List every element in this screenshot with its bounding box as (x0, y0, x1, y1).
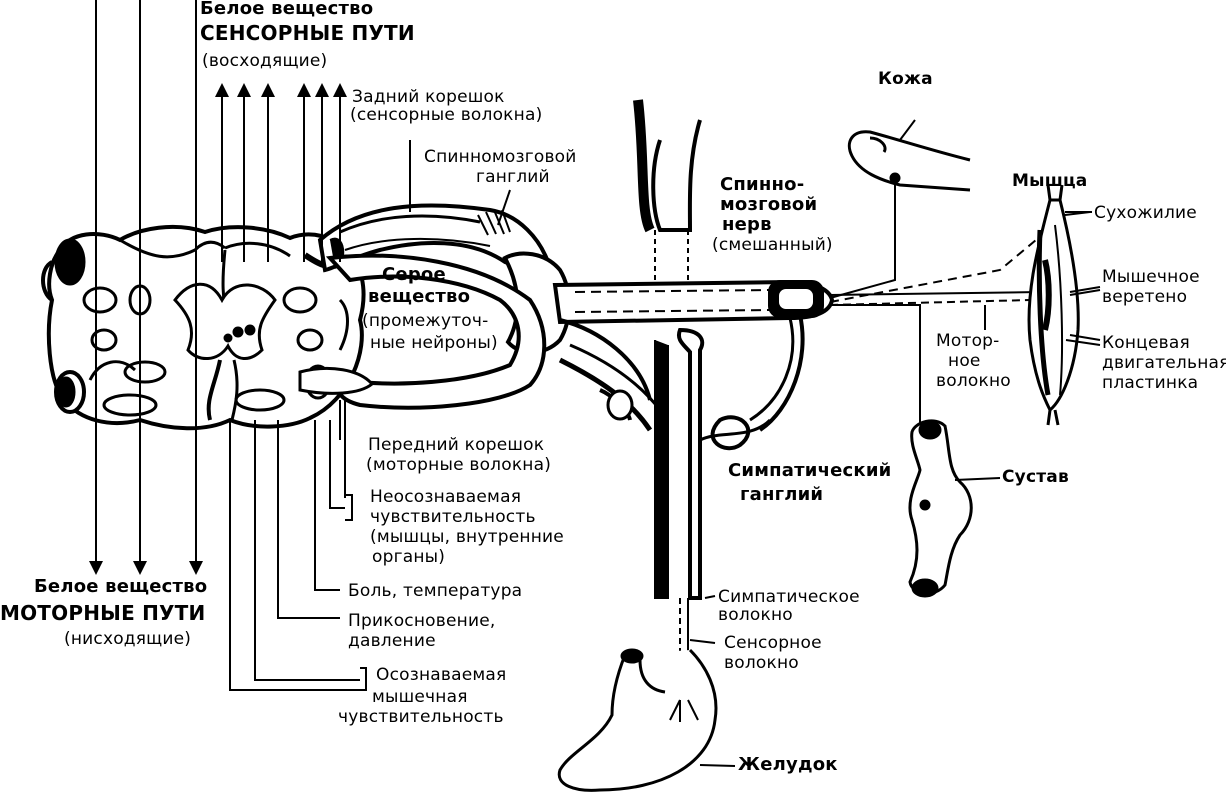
descending-arrows (89, 0, 203, 575)
motor-fiber-label-2: ное (948, 351, 981, 371)
descending-label: (нисходящие) (64, 629, 192, 649)
skin-label: Кожа (878, 69, 933, 89)
unconscious-label-1: Неосознаваемая (370, 487, 522, 507)
muscle-label: Мышца (1012, 171, 1088, 191)
stomach (557, 648, 718, 792)
gray-matter-label-3: (промежуточ- (362, 311, 489, 331)
spinal-nerve-label-2: мозговой (720, 194, 818, 215)
end-plate-label-2: двигательная (1102, 353, 1226, 373)
motor-fiber-label-1: Мотор- (936, 331, 1000, 351)
symp-fiber-label-1: Симпатическое (718, 587, 860, 607)
conscious-label-3: чувствительность (338, 707, 504, 727)
pain-label: Боль, температура (348, 581, 523, 601)
white-matter-top-label: Белое вещество (200, 0, 374, 19)
spinal-nerve-label-3: нерв (722, 214, 772, 235)
stomach-label: Желудок (738, 754, 838, 775)
sensory-paths-label: СЕНСОРНЫЕ ПУТИ (200, 21, 415, 45)
sensory-fiber-label-1: Сенсорное (724, 633, 822, 653)
dorsal-root-label-2: (сенсорные волокна) (350, 105, 543, 125)
ventral-root (298, 253, 547, 410)
ganglion-label-1: Спинномозговой (424, 147, 577, 167)
joint (908, 419, 973, 598)
end-plate-label-3: пластинка (1102, 373, 1199, 393)
motor-fiber-label-3: волокно (936, 371, 1011, 391)
spinal-nerve-label-1: Спинно- (720, 174, 805, 195)
touch-label-1: Прикосновение, (348, 611, 496, 631)
white-matter-bottom-label: Белое вещество (34, 576, 208, 597)
conscious-label-2: мышечная (372, 687, 468, 707)
gray-matter-label-4: ные нейроны) (370, 333, 498, 353)
motor-paths-label: МОТОРНЫЕ ПУТИ (0, 601, 206, 625)
sensory-fiber-label-2: волокно (724, 653, 799, 673)
unconscious-label-4: органы) (372, 547, 446, 567)
ventral-root-label-2: (моторные волокна) (366, 455, 552, 475)
muscle (1027, 184, 1101, 426)
conscious-label-1: Осознаваемая (376, 665, 507, 685)
unconscious-label-3: (мышцы, внутренние (370, 527, 564, 547)
joint-label: Сустав (1002, 467, 1069, 487)
sympathetic-ganglion-label-2: ганглий (740, 484, 824, 505)
sympathetic-ganglion-label-1: Симпатический (728, 460, 892, 481)
peripheral-fibers (679, 178, 1049, 700)
skin-finger (847, 130, 971, 192)
tendon-label: Сухожилие (1094, 203, 1197, 223)
ganglion-label-2: ганглий (476, 167, 550, 187)
spinal-cord (41, 225, 366, 431)
touch-label-2: давление (348, 631, 436, 651)
symp-fiber-label-2: волокно (718, 605, 793, 625)
ascending-arrows (215, 83, 347, 262)
spindle-label-1: Мышечное (1102, 267, 1200, 287)
leader-lines (229, 119, 1101, 767)
dorsal-root-label-1: Задний корешок (352, 87, 505, 107)
sympathetic-chain (558, 99, 772, 600)
ascending-label: (восходящие) (202, 51, 328, 71)
spinal-nerve-label-4: (смешанный) (712, 235, 833, 255)
gray-matter-label-2: вещество (368, 286, 471, 307)
spinal-nerve (552, 279, 835, 432)
ventral-root-label-1: Передний корешок (368, 435, 545, 455)
unconscious-label-2: чувствительность (370, 507, 536, 527)
spindle-label-2: веретено (1102, 287, 1188, 307)
end-plate-label-1: Концевая (1102, 333, 1190, 353)
gray-matter-label-1: Серое (382, 264, 446, 285)
